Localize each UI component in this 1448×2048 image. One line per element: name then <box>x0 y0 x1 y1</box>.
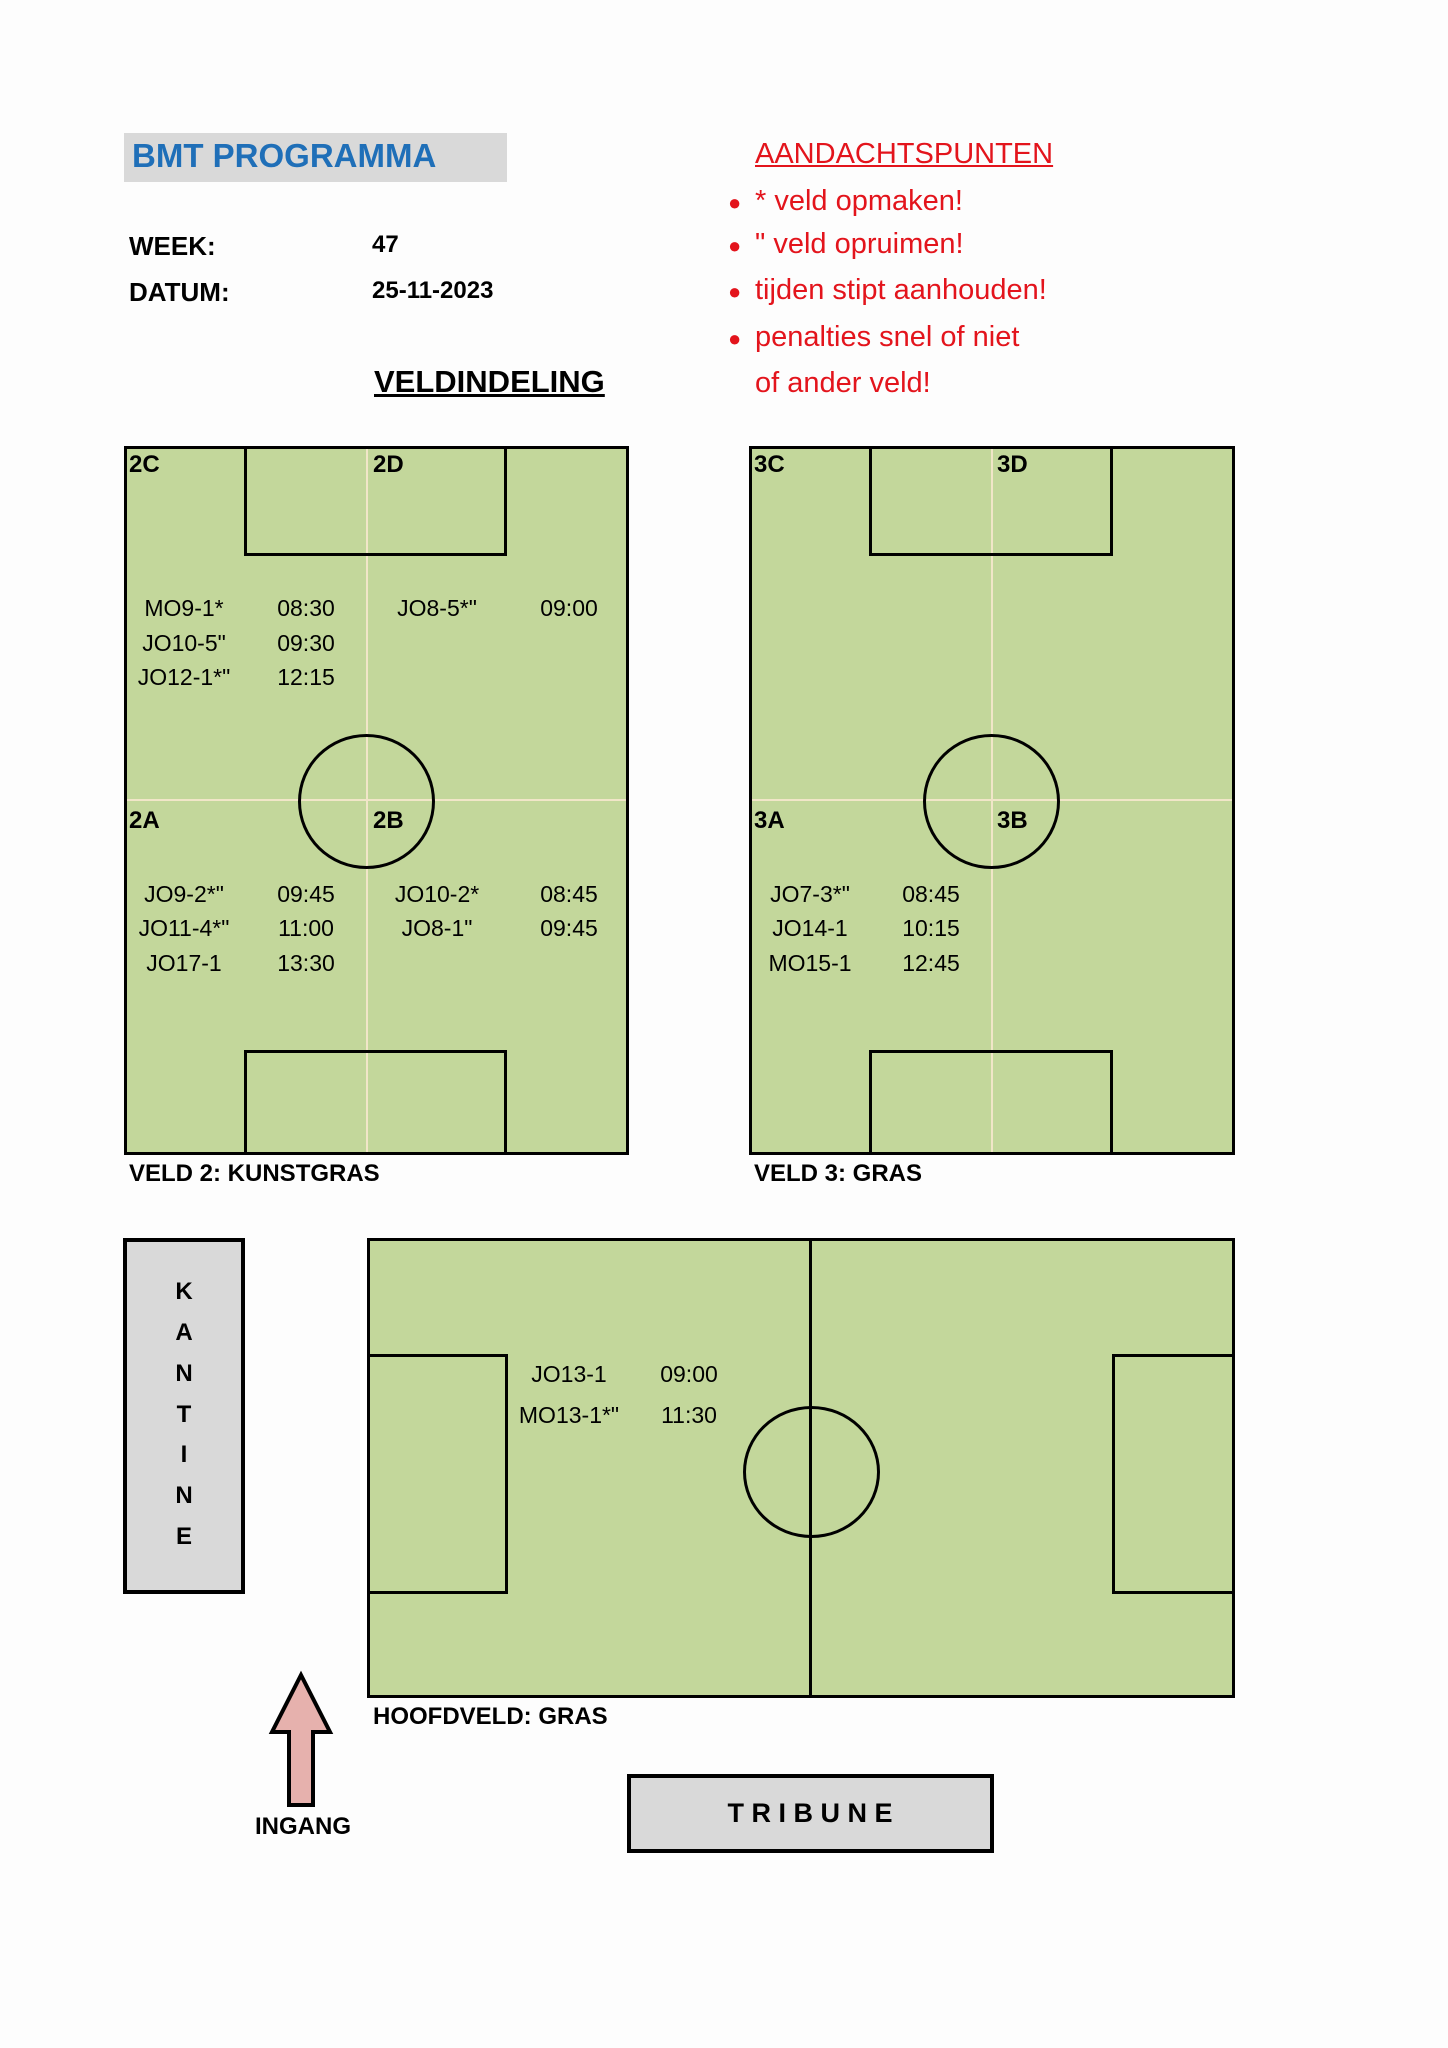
kantine-letter: A <box>175 1319 193 1346</box>
team: JO7-3*" <box>770 881 850 907</box>
note-continuation: of ander veld! <box>755 367 931 399</box>
team: JO10-2* <box>394 881 480 907</box>
zone-2a: 2A <box>129 807 160 834</box>
zone-2d: 2D <box>373 451 404 478</box>
time: 12:45 <box>902 950 960 976</box>
note-item: penalties snel of niet <box>755 321 1020 353</box>
time: 08:45 <box>902 881 960 907</box>
team: MO9-1* <box>144 595 224 621</box>
team: MO13-1*" <box>518 1402 620 1428</box>
time: 10:15 <box>902 915 960 941</box>
date-value: 25-11-2023 <box>372 277 494 304</box>
zone-2b: 2B <box>373 807 404 834</box>
team: JO10-5" <box>142 630 226 656</box>
note-item: * veld opmaken! <box>755 185 963 217</box>
week-value: 47 <box>372 231 399 258</box>
veld3-goal-box-top <box>869 446 1113 556</box>
time: 09:30 <box>277 630 335 656</box>
time: 09:00 <box>660 1361 718 1387</box>
kantine-letter: N <box>175 1482 193 1509</box>
veld2-label: VELD 2: KUNSTGRAS <box>129 1160 380 1187</box>
time: 12:15 <box>277 664 335 690</box>
hoofdveld-label: HOOFDVELD: GRAS <box>373 1703 608 1730</box>
kantine-letter: T <box>176 1401 192 1428</box>
zone-3c: 3C <box>754 451 785 478</box>
notes-title: AANDACHTSPUNTEN <box>755 138 1054 170</box>
bullet-icon: ● <box>728 190 742 215</box>
kantine-letter: N <box>175 1360 193 1387</box>
time: 13:30 <box>277 950 335 976</box>
team: JO14-1 <box>772 915 848 941</box>
zone-3b: 3B <box>997 807 1028 834</box>
veld2-goal-box-top <box>244 446 507 556</box>
hoofdveld-center-circle <box>743 1406 880 1538</box>
tribune-building <box>627 1774 994 1853</box>
veld3-label: VELD 3: GRAS <box>754 1160 923 1187</box>
kantine-letter: I <box>180 1441 188 1468</box>
date-label: DATUM: <box>129 277 230 307</box>
time: 08:30 <box>277 595 335 621</box>
team: JO8-5*" <box>397 595 477 621</box>
section-title: VELDINDELING <box>374 364 605 399</box>
bullet-icon: ● <box>728 233 742 258</box>
kantine-building <box>123 1238 245 1594</box>
note-item: tijden stipt aanhouden! <box>755 274 1047 306</box>
veld2-center-circle <box>298 734 435 869</box>
hoofdveld-goal-box-left <box>367 1354 508 1594</box>
zone-3d: 3D <box>997 451 1028 478</box>
team: MO15-1 <box>768 950 852 976</box>
time: 08:45 <box>540 881 598 907</box>
note-item: " veld opruimen! <box>755 228 964 260</box>
team: JO9-2*" <box>144 881 224 907</box>
kantine-letter: E <box>175 1523 193 1550</box>
team: JO13-1 <box>531 1361 607 1387</box>
entrance-label: INGANG <box>255 1813 351 1840</box>
bullet-icon: ● <box>728 326 742 351</box>
team: JO17-1 <box>146 950 222 976</box>
time: 11:30 <box>661 1402 717 1428</box>
kantine-letter: K <box>175 1278 193 1305</box>
entrance-arrow-icon <box>268 1670 334 1807</box>
time: 09:00 <box>540 595 598 621</box>
veld2-goal-box-bottom <box>244 1050 507 1155</box>
zone-2c: 2C <box>129 451 160 478</box>
hoofdveld-goal-box-right <box>1112 1354 1235 1594</box>
team: JO11-4*" <box>138 915 230 941</box>
tribune-label: T R I B U N E <box>727 1798 893 1828</box>
bullet-icon: ● <box>728 279 742 304</box>
team: JO12-1*" <box>137 664 231 690</box>
zone-3a: 3A <box>754 807 785 834</box>
page-title: BMT PROGRAMMA <box>132 137 437 174</box>
time: 09:45 <box>277 881 335 907</box>
team: JO8-1" <box>401 915 473 941</box>
time: 11:00 <box>278 915 334 941</box>
week-label: WEEK: <box>129 231 216 261</box>
veld3-goal-box-bottom <box>869 1050 1113 1155</box>
title-background <box>124 133 507 182</box>
time: 09:45 <box>540 915 598 941</box>
veld3-center-circle <box>923 734 1060 869</box>
